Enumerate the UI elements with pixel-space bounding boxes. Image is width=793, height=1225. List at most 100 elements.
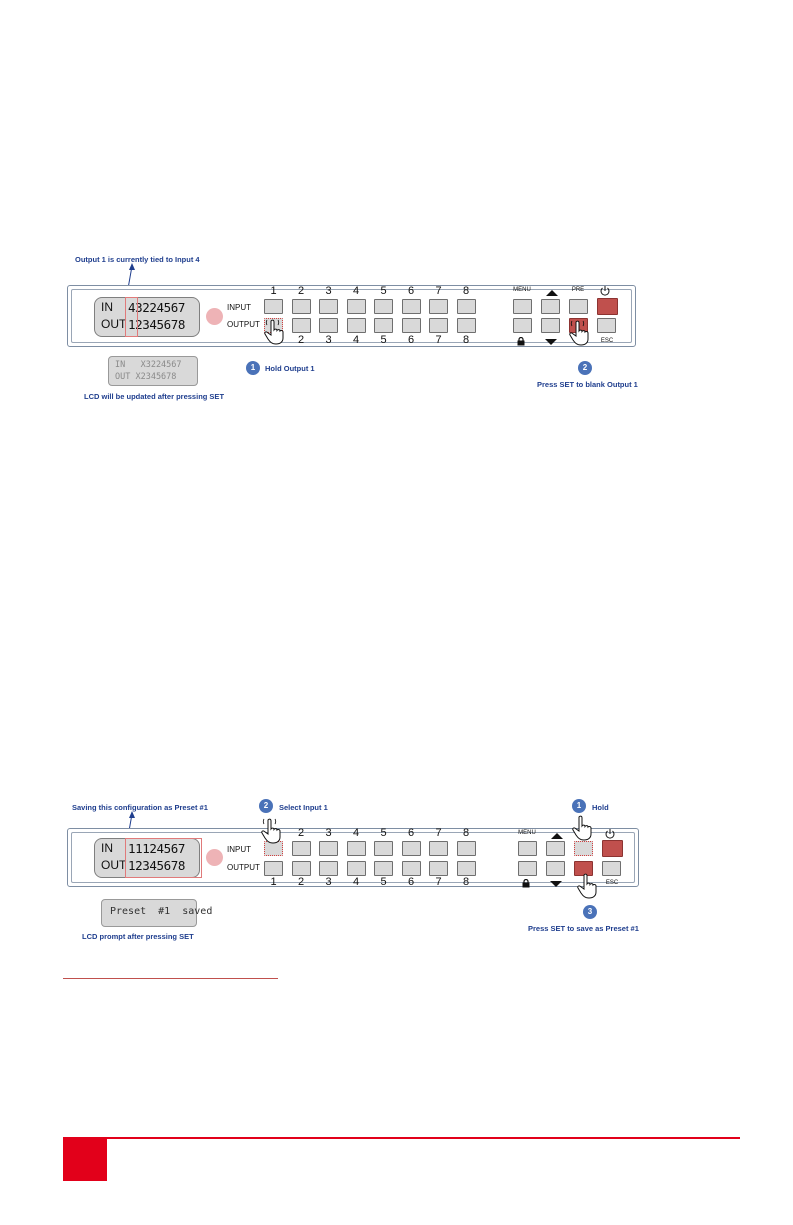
output-number-1: 1 <box>270 876 277 888</box>
power-icon <box>605 829 615 839</box>
step-1-text: Hold Output 1 <box>265 364 315 373</box>
output-button-5[interactable] <box>374 861 393 876</box>
lcd-in-digits: 11124567 <box>128 841 186 856</box>
output-number-8: 8 <box>462 334 470 346</box>
input-button-4[interactable] <box>346 841 366 856</box>
output-number-3: 3 <box>325 334 332 346</box>
lcd-in-label: IN <box>101 300 113 314</box>
menu-label: MENU <box>518 830 536 836</box>
down-button[interactable] <box>546 861 565 876</box>
output-number-4: 4 <box>352 334 360 346</box>
pre-label: PRE <box>571 287 585 293</box>
output-button-2[interactable] <box>291 861 311 876</box>
output-button-7[interactable] <box>429 861 448 876</box>
output-number-3: 3 <box>325 876 332 888</box>
input-button-3[interactable] <box>319 299 338 314</box>
lock-button[interactable] <box>518 861 537 876</box>
output-button-4[interactable] <box>346 318 366 333</box>
input-number-5: 5 <box>380 285 387 297</box>
input-number-7: 7 <box>435 827 442 839</box>
output-button-8[interactable] <box>456 861 476 876</box>
input-row-label: INPUT <box>227 845 251 854</box>
step-1-text: Hold <box>592 803 609 812</box>
lcd-display: IN OUT 11124567 12345678 <box>94 838 200 878</box>
lcd-caption: LCD prompt after pressing SET <box>82 932 194 941</box>
callout-output1-tied: Output 1 is currently tied to Input 4 <box>75 255 200 264</box>
step-1-badge: 1 <box>246 361 260 375</box>
input-button-2[interactable] <box>291 841 311 856</box>
input-button-3[interactable] <box>319 841 338 856</box>
output-row-label: OUTPUT <box>227 320 260 329</box>
step-3-text: Press SET to save as Preset #1 <box>528 924 639 933</box>
menu-label: MENU <box>513 287 531 293</box>
pointing-hand-icon <box>264 319 284 345</box>
input-number-3: 3 <box>325 827 332 839</box>
output-number-2: 2 <box>297 334 305 346</box>
output-number-6: 6 <box>407 334 415 346</box>
power-button[interactable] <box>602 840 623 857</box>
output-button-3[interactable] <box>319 318 338 333</box>
input-number-1: 1 <box>270 285 277 297</box>
output-number-5: 5 <box>380 876 387 888</box>
input-button-8[interactable] <box>456 299 476 314</box>
lcd-row-highlight <box>125 838 202 878</box>
menu-button[interactable] <box>513 299 532 314</box>
output-number-4: 4 <box>352 876 360 888</box>
input-number-2: 2 <box>297 285 305 297</box>
input-button-5[interactable] <box>374 299 393 314</box>
output-button-7[interactable] <box>429 318 448 333</box>
step-2-text: Press SET to blank Output 1 <box>537 380 638 389</box>
lcd-column-highlight <box>125 297 138 337</box>
up-arrow-icon <box>551 833 563 839</box>
status-led <box>206 849 223 866</box>
lcd-caption: LCD will be updated after pressing SET <box>84 392 225 401</box>
down-button[interactable] <box>541 318 560 333</box>
input-button-7[interactable] <box>429 299 448 314</box>
pre-button[interactable] <box>569 299 588 314</box>
output-button-6[interactable] <box>401 318 421 333</box>
input-button-6[interactable] <box>401 841 421 856</box>
esc-button[interactable] <box>602 861 621 876</box>
lock-button[interactable] <box>513 318 532 333</box>
output-number-5: 5 <box>380 334 387 346</box>
output-button-5[interactable] <box>374 318 393 333</box>
output-button-1[interactable] <box>264 861 283 876</box>
step-1-badge: 1 <box>572 799 586 813</box>
esc-label: ESC <box>605 880 619 886</box>
input-button-4[interactable] <box>346 299 366 314</box>
output-number-7: 7 <box>435 334 442 346</box>
pointing-hand-icon <box>572 815 592 841</box>
output-button-2[interactable] <box>291 318 311 333</box>
up-button[interactable] <box>541 299 560 314</box>
power-icon <box>600 286 610 296</box>
esc-button[interactable] <box>597 318 616 333</box>
input-button-7[interactable] <box>429 841 448 856</box>
input-number-6: 6 <box>407 285 415 297</box>
lock-icon <box>522 879 530 888</box>
down-arrow-icon <box>550 881 562 887</box>
pre-button[interactable] <box>574 841 593 856</box>
input-button-8[interactable] <box>456 841 476 856</box>
input-button-5[interactable] <box>374 841 393 856</box>
input-button-6[interactable] <box>401 299 421 314</box>
output-row-label: OUTPUT <box>227 863 260 872</box>
lcd-out-label: OUT <box>101 858 127 872</box>
lcd-out-digits: 12345678 <box>128 317 186 332</box>
input-button-2[interactable] <box>291 299 311 314</box>
output-number-7: 7 <box>435 876 442 888</box>
input-number-3: 3 <box>325 285 332 297</box>
input-button-1[interactable] <box>264 299 283 314</box>
output-button-3[interactable] <box>319 861 338 876</box>
power-button[interactable] <box>597 298 618 315</box>
lcd-out-label: OUT <box>101 317 127 331</box>
output-button-8[interactable] <box>456 318 476 333</box>
lcd-preview: Preset #1 saved <box>101 899 212 927</box>
output-number-8: 8 <box>462 876 470 888</box>
output-button-4[interactable] <box>346 861 366 876</box>
lock-icon <box>517 337 525 346</box>
up-button[interactable] <box>546 841 565 856</box>
input-number-7: 7 <box>435 285 442 297</box>
output-button-6[interactable] <box>401 861 421 876</box>
menu-button[interactable] <box>518 841 537 856</box>
input-number-5: 5 <box>380 827 387 839</box>
